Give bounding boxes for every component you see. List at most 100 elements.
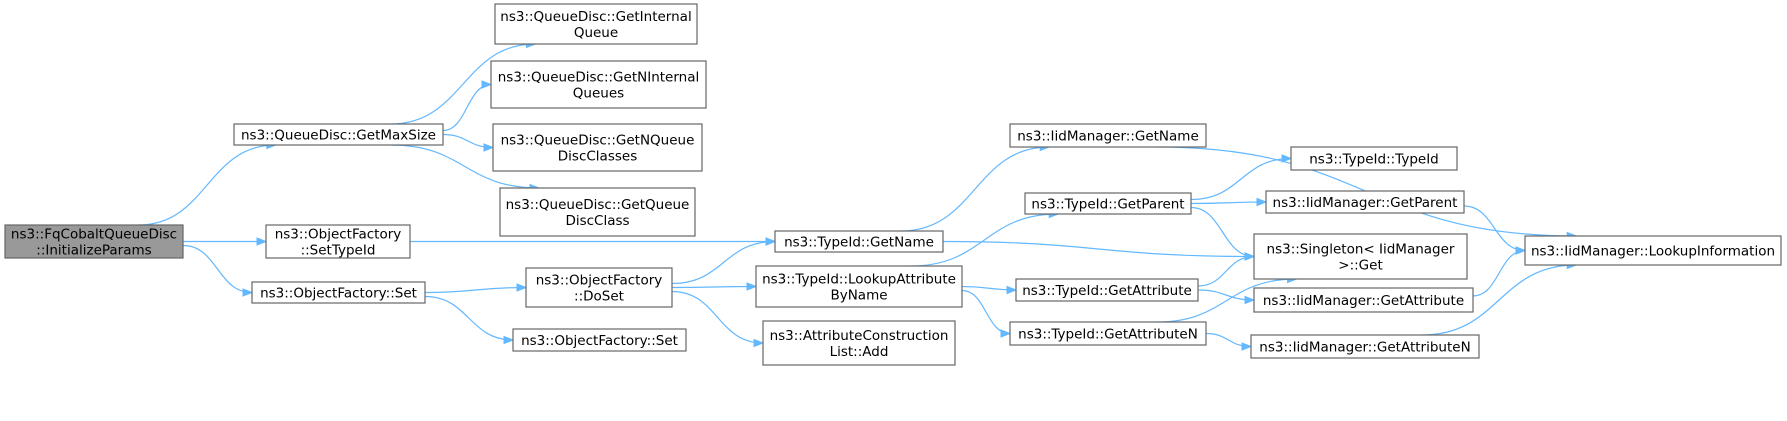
edge-tid_getname-to-singleton_get	[942, 240, 1255, 258]
node-box	[525, 267, 673, 308]
node-iid-getparent[interactable]: ns3::IidManager::GetParent	[1265, 190, 1465, 214]
node-label: ns3::ObjectFactory	[275, 227, 402, 243]
arrowhead	[1515, 246, 1527, 255]
node-root[interactable]: ns3::FqCobaltQueueDisc::InitializeParams	[4, 224, 184, 259]
arrowhead	[1244, 252, 1256, 261]
node-label: Queue	[574, 25, 618, 41]
node-box	[1024, 192, 1192, 215]
node-box	[1015, 278, 1199, 302]
node-of-doset[interactable]: ns3::ObjectFactory::DoSet	[525, 267, 673, 308]
node-label: ns3::ObjectFactory::Set	[521, 333, 678, 349]
node-tid-getattributen[interactable]: ns3::TypeId::GetAttributeN	[1009, 321, 1207, 346]
node-box	[251, 281, 426, 304]
node-iid-getattributen[interactable]: ns3::IidManager::GetAttributeN	[1250, 334, 1480, 359]
arrowhead	[1006, 285, 1018, 295]
edge-tid_getparent-to-singleton_get	[1190, 206, 1255, 258]
node-label: ns3::TypeId::GetAttributeN	[1018, 327, 1198, 343]
arrowhead	[1281, 154, 1293, 163]
node-label: ::DoSet	[574, 289, 624, 305]
node-box	[1524, 235, 1782, 266]
node-label: >::Get	[1338, 258, 1382, 274]
node-of-settypeid[interactable]: ns3::ObjectFactory::SetTypeId	[265, 224, 411, 259]
edge-root-to-of_set1	[182, 244, 253, 294]
node-label: ns3::IidManager::GetAttributeN	[1259, 340, 1470, 356]
edge-iid_getattributen-to-iid_lookupinfo	[1421, 264, 1577, 336]
arrowhead	[753, 338, 765, 348]
edge-tid_getattributen-to-singleton_get	[1156, 278, 1297, 323]
node-label: DiscClasses	[558, 149, 637, 165]
edge-tid_lookupattr-to-tid_getattributen	[961, 289, 1011, 335]
node-label: ns3::TypeId::GetParent	[1031, 197, 1184, 213]
node-label: ns3::IidManager::LookupInformation	[1531, 244, 1775, 260]
edge-getmaxsize-to-getqueuediscclass	[390, 144, 540, 189]
node-iid-getname[interactable]: ns3::IidManager::GetName	[1009, 123, 1207, 148]
edge-getmaxsize-to-getninternalqueues	[442, 83, 492, 132]
edge-of_doset-to-tid_getname	[671, 240, 776, 285]
node-tid-typeid[interactable]: ns3::TypeId::TypeId	[1290, 146, 1458, 171]
node-label: DiscClass	[565, 213, 629, 229]
node-box	[499, 187, 696, 237]
edge-tid_getname-to-iid_getname	[900, 146, 1050, 232]
arrowhead	[746, 282, 758, 291]
node-of-set2[interactable]: ns3::ObjectFactory::Set	[512, 328, 687, 352]
node-of-set1[interactable]: ns3::ObjectFactory::Set	[251, 281, 426, 304]
node-box	[233, 123, 444, 146]
node-singleton-get[interactable]: ns3::Singleton< IidManager>::Get	[1253, 233, 1468, 280]
node-box	[755, 265, 963, 308]
arrowhead	[765, 237, 777, 246]
node-box	[1265, 190, 1465, 214]
node-label: ns3::QueueDisc::GetNQueue	[501, 133, 695, 149]
node-box	[265, 224, 411, 259]
node-label: ns3::ObjectFactory	[536, 273, 663, 289]
edge-root-to-getmaxsize	[138, 144, 276, 226]
node-tid-getname[interactable]: ns3::TypeId::GetName	[774, 230, 944, 253]
node-label: ns3::QueueDisc::GetQueue	[506, 197, 690, 213]
node-label: ns3::QueueDisc::GetMaxSize	[241, 128, 436, 144]
arrowhead	[483, 143, 495, 152]
arrowhead	[242, 288, 254, 297]
node-label: ns3::AttributeConstruction	[770, 328, 949, 344]
nodes-layer: ns3::FqCobaltQueueDisc::InitializeParams…	[4, 3, 1782, 366]
edge-tid_getparent-to-iid_getparent	[1190, 201, 1267, 205]
node-label: ns3::QueueDisc::GetNInternal	[498, 70, 700, 86]
edge-of_set1-to-of_doset	[424, 286, 527, 294]
node-box	[1290, 146, 1458, 171]
node-box	[774, 230, 944, 253]
node-label: ns3::IidManager::GetAttribute	[1263, 293, 1464, 309]
edge-tid_getattribute-to-singleton_get	[1197, 255, 1255, 287]
node-label: Queues	[573, 86, 624, 102]
edge-iid_getattribute-to-iid_lookupinfo	[1472, 249, 1526, 297]
node-tid-getparent[interactable]: ns3::TypeId::GetParent	[1024, 192, 1192, 215]
node-iid-lookupinfo[interactable]: ns3::IidManager::LookupInformation	[1524, 235, 1782, 266]
node-box	[494, 3, 698, 45]
edge-of_set1-to-of_set2	[424, 295, 514, 341]
arrowhead	[1000, 329, 1012, 338]
edge-getmaxsize-to-getinternalqueue	[390, 43, 536, 125]
node-box	[762, 320, 956, 366]
node-box	[490, 60, 707, 109]
node-box	[4, 224, 184, 259]
node-label: ns3::QueueDisc::GetInternal	[500, 9, 691, 25]
arrowhead	[481, 80, 493, 89]
node-box	[1253, 233, 1468, 280]
node-label: ns3::Singleton< IidManager	[1267, 242, 1455, 258]
node-label: ::SetTypeId	[301, 243, 376, 259]
node-iid-getattribute[interactable]: ns3::IidManager::GetAttribute	[1253, 287, 1474, 313]
node-box	[1009, 321, 1207, 346]
node-box	[492, 123, 703, 172]
arrowhead	[1256, 197, 1268, 207]
arrowhead	[1241, 342, 1253, 351]
node-label: ns3::TypeId::LookupAttribute	[762, 272, 956, 288]
node-box	[512, 328, 687, 352]
node-tid-getattribute[interactable]: ns3::TypeId::GetAttribute	[1015, 278, 1199, 302]
node-getmaxsize[interactable]: ns3::QueueDisc::GetMaxSize	[233, 123, 444, 146]
node-box	[1250, 334, 1480, 359]
arrowhead	[1244, 295, 1256, 305]
